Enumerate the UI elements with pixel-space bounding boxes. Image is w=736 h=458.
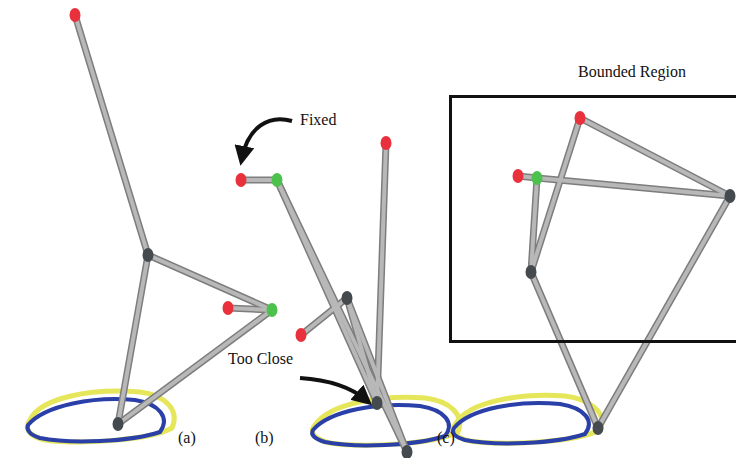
callout-label: Too Close bbox=[228, 350, 293, 368]
region-heading: Bounded Region bbox=[578, 63, 686, 81]
curve-c bbox=[453, 395, 602, 443]
panel-label: (b) bbox=[255, 429, 274, 447]
joints bbox=[70, 8, 736, 458]
panel-label: (a) bbox=[178, 429, 196, 447]
panel-label: (c) bbox=[437, 429, 455, 447]
leader-arrow bbox=[242, 119, 292, 158]
linkage-bars bbox=[75, 15, 730, 452]
bounded-region: Bounded Region bbox=[449, 95, 736, 343]
callout-label: Fixed bbox=[300, 111, 336, 129]
leader-arrow bbox=[300, 378, 366, 400]
